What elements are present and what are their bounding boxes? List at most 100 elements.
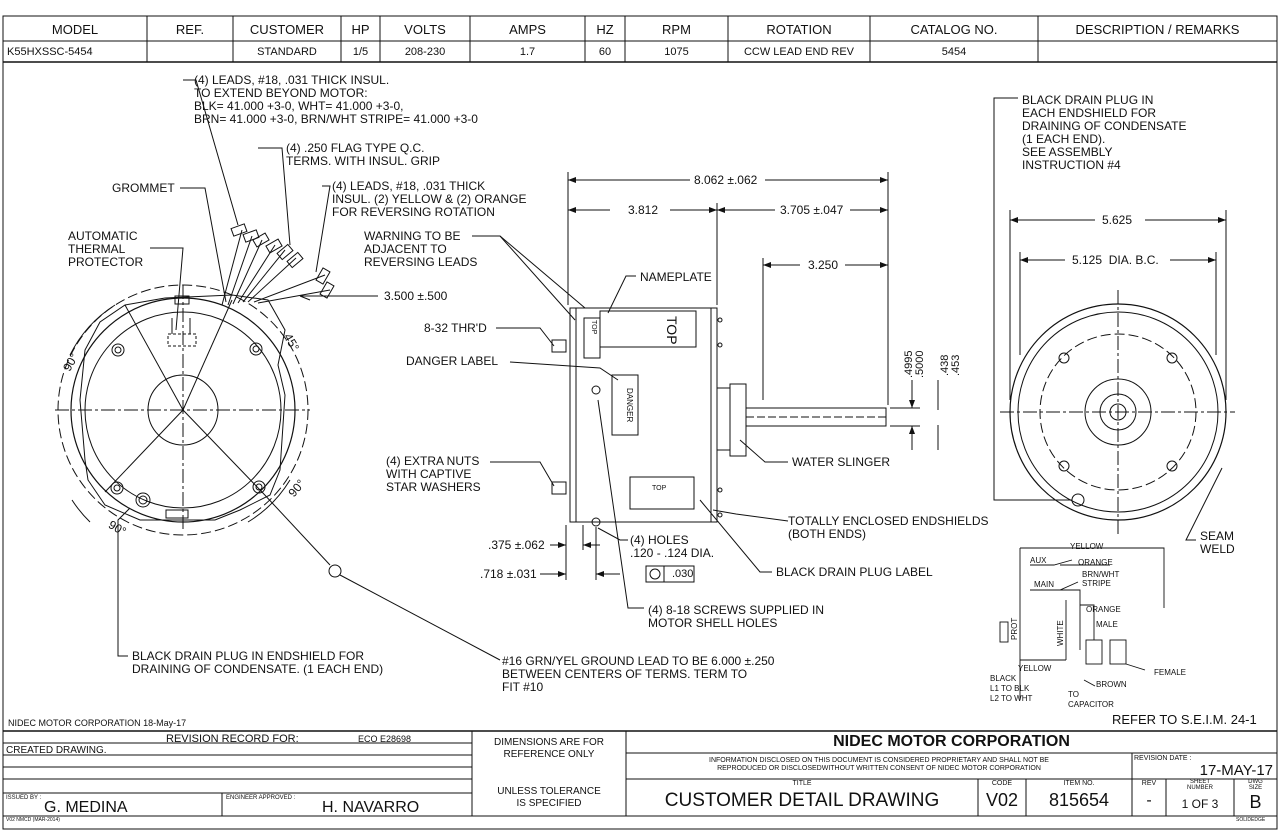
wire-orange: ORANGE [1078, 558, 1113, 567]
dim-bolt-circle: 5.125 DIA. B.C. [1072, 253, 1159, 267]
dim-flat-length: 3.250 [808, 258, 839, 272]
title-label: TITLE [792, 780, 812, 787]
dim-shaft-extension: 3.705 ±.047 [780, 203, 844, 217]
note-position-tolerance: .030 [672, 568, 694, 580]
item-no-label: ITEM NO. [1063, 780, 1095, 787]
note-warning: WARNING TO BE ADJACENT TO REVERSING LEAD… [364, 229, 478, 269]
val-customer: STANDARD [257, 46, 317, 58]
val-hz: 60 [598, 46, 612, 58]
form-number: V02 NMCD (MAR-2014) [6, 817, 60, 823]
engineer-approved: H. NAVARRO [322, 799, 420, 816]
cad-system: SOLIDEDGE [1236, 817, 1266, 823]
note-thread: 8-32 THR'D [424, 321, 487, 335]
note-screws: (4) 8-18 SCREWS SUPPLIED IN MOTOR SHELL … [648, 603, 825, 630]
val-rotation: CCW LEAD END REV [743, 46, 855, 58]
col-hp: HP [351, 21, 370, 37]
note-reversing-leads: (4) LEADS, #18, .031 THICK INSUL. (2) YE… [332, 179, 527, 219]
dimension-arrows [558, 177, 1226, 577]
note-nameplate: NAMEPLATE [640, 270, 712, 284]
col-rotation: ROTATION [766, 21, 832, 37]
revision-note: CREATED DRAWING. [6, 745, 107, 756]
dwg-size: B [1249, 792, 1262, 812]
dim-endshield-dia: 5.625 [1102, 213, 1133, 227]
wire-female: FEMALE [1154, 668, 1187, 677]
val-ref [147, 42, 233, 62]
issued-by-label: ISSUED BY : [6, 795, 42, 801]
note-flag-terminals: (4) .250 FLAG TYPE Q.C. TERMS. WITH INSU… [286, 141, 441, 168]
dims-reference-note: DIMENSIONS ARE FOR REFERENCE ONLY [493, 737, 604, 760]
item-no: 815654 [1048, 790, 1110, 810]
note-water-slinger: WATER SLINGER [792, 455, 891, 469]
engineer-label: ENGINEER APPROVED : [226, 795, 296, 801]
wiring-diagram [999, 547, 1165, 700]
note-refer-seim: REFER TO S.E.I.M. 24-1 [1112, 712, 1257, 727]
note-grommet: GROMMET [112, 181, 175, 195]
wire-to-capacitor: TO CAPACITOR [1068, 690, 1114, 709]
dim-shaft-diameter: .4995 .5000 [903, 350, 926, 378]
dim-overall-length: 8.062 ±.062 [694, 173, 758, 187]
note-danger-label: DANGER LABEL [406, 354, 499, 368]
note-ground-lead: #16 GRN/YEL GROUND LEAD TO BE 6.000 ±.25… [502, 654, 775, 694]
rev-label: REV [1141, 780, 1157, 787]
col-volts: VOLTS [404, 21, 446, 37]
side-view [472, 172, 939, 609]
note-extra-nuts: (4) EXTRA NUTS WITH CAPTIVE STAR WASHERS [386, 454, 481, 494]
header-grid [146, 16, 1039, 62]
label-top-small: TOP [590, 320, 597, 335]
dwg-size-label: DWG SIZE [1248, 779, 1263, 791]
dim-body-length: 3.812 [628, 203, 659, 217]
company-name: NIDEC MOTOR CORPORATION [833, 733, 1070, 750]
title-block-grid [3, 730, 1277, 817]
left-end-view [55, 79, 501, 661]
rev-value: - [1146, 792, 1152, 809]
company-date-line: NIDEC MOTOR CORPORATION 18-May-17 [8, 718, 187, 728]
col-hz: HZ [596, 21, 614, 37]
val-catalog: 5454 [941, 46, 967, 58]
val-volts: 208-230 [404, 46, 446, 58]
note-enclosed-endshields: TOTALLY ENCLOSED ENDSHIELDS (BOTH ENDS) [788, 514, 989, 541]
wire-yellow-2: YELLOW [1018, 664, 1052, 673]
col-customer: CUSTOMER [249, 21, 325, 37]
dim-flat-depth: .438 .453 [939, 354, 962, 376]
sheet-number: 1 OF 3 [1181, 797, 1219, 811]
code-value: V02 [985, 790, 1019, 810]
tolerance-note: UNLESS TOLERANCE IS SPECIFIED [497, 786, 601, 809]
note-seam-weld: SEAM WELD [1200, 529, 1235, 556]
code-label: CODE [991, 780, 1013, 787]
note-drain-plug-right: BLACK DRAIN PLUG IN EACH ENDSHIELD FOR D… [1022, 93, 1187, 172]
eco-number: ECO E28698 [358, 734, 412, 744]
dim-hole-offset: .718 ±.031 [480, 567, 537, 581]
dim-lead-exit: 3.500 ±.500 [384, 289, 448, 303]
revision-date: 17-MAY-17 [1199, 762, 1273, 779]
wire-black: BLACK L1 TO BLK L2 TO WHT [990, 674, 1033, 703]
val-hp: 1/5 [352, 46, 369, 58]
val-amps: 1.7 [519, 46, 536, 58]
label-top-lower: TOP [652, 485, 667, 492]
note-drain-plug-left: BLACK DRAIN PLUG IN ENDSHIELD FOR DRAINI… [132, 649, 384, 676]
label-danger: DANGER [625, 388, 634, 423]
wire-yellow: YELLOW [1070, 542, 1104, 551]
val-rpm: 1075 [664, 46, 689, 58]
wire-brown: BROWN [1096, 680, 1127, 689]
col-model: MODEL [51, 21, 99, 37]
issued-by: G. MEDINA [44, 799, 128, 816]
wire-orange-2: ORANGE [1086, 605, 1121, 614]
revision-date-label: REVISION DATE : [1134, 755, 1192, 762]
col-ref: REF. [175, 21, 205, 37]
note-leads: (4) LEADS, #18, .031 THICK INSUL. TO EXT… [194, 73, 478, 126]
revision-record-label: REVISION RECORD FOR: [166, 733, 299, 745]
col-description: DESCRIPTION / REMARKS [1075, 21, 1240, 37]
drawing-title: CUSTOMER DETAIL DRAWING [664, 790, 940, 811]
note-thermal-protector: AUTOMATIC THERMAL PROTECTOR [68, 229, 144, 269]
wire-male: MALE [1096, 620, 1118, 629]
wire-white: WHITE [1056, 620, 1065, 646]
col-rpm: RPM [662, 21, 691, 37]
col-amps: AMPS [509, 21, 546, 37]
sheet-number-label: SHEET NUMBER [1186, 779, 1213, 791]
note-drain-plug-label: BLACK DRAIN PLUG LABEL [776, 565, 933, 579]
val-model: K55HXSSC-5454 [7, 46, 93, 58]
wire-brn-wht: BRN/WHT STRIPE [1082, 570, 1120, 588]
dim-nut-offset: .375 ±.062 [488, 538, 545, 552]
